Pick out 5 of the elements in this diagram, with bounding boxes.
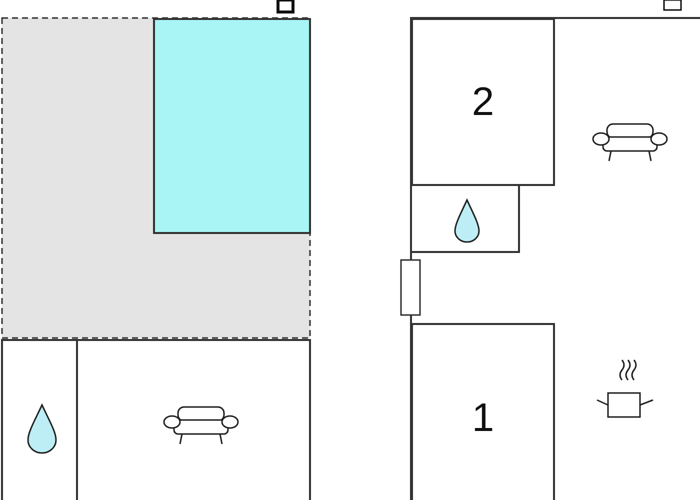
bedroom bbox=[411, 18, 555, 186]
pool bbox=[153, 18, 311, 234]
room-number: 2 bbox=[472, 80, 494, 124]
bedroom bbox=[411, 323, 555, 500]
room-number: 1 bbox=[472, 396, 494, 440]
